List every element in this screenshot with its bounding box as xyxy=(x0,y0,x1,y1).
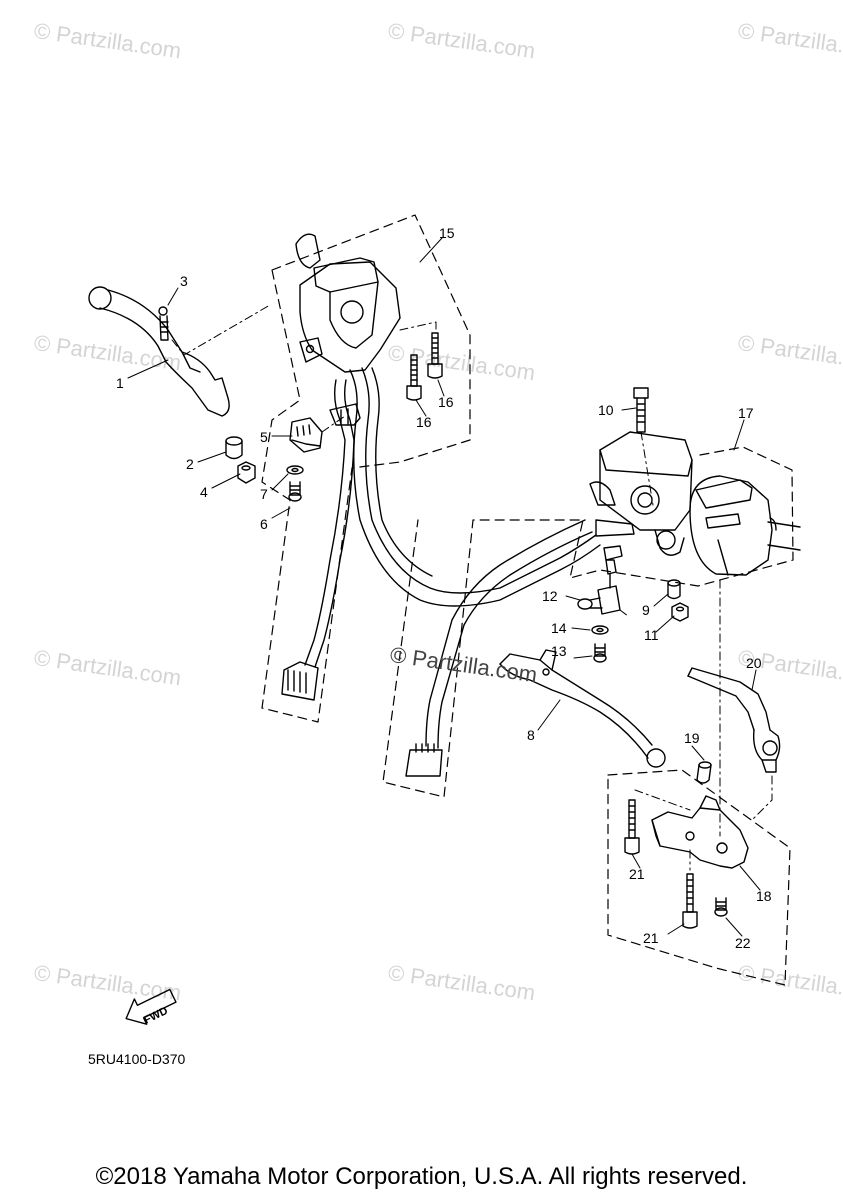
brake-lever-right xyxy=(499,649,666,768)
master-cylinder xyxy=(589,431,693,556)
callout-label: 4 xyxy=(200,484,208,500)
nut-11 xyxy=(671,602,689,622)
callout-label: 2 xyxy=(186,456,194,472)
callout-label: 16 xyxy=(416,414,432,430)
brake-lever-left xyxy=(88,286,230,417)
collar-9 xyxy=(667,579,681,600)
switch-5 xyxy=(289,417,323,453)
bolt-10 xyxy=(633,387,649,433)
callout-label: 9 xyxy=(642,602,650,618)
screw-13 xyxy=(593,643,607,663)
callout-label: 6 xyxy=(260,516,268,532)
washer-7 xyxy=(286,465,304,475)
assembly-18-boundary xyxy=(607,769,791,986)
bolt-21a xyxy=(624,799,640,855)
bolt-21b xyxy=(682,873,698,929)
callout-label: 17 xyxy=(738,405,754,421)
callout-label: 1 xyxy=(116,375,124,391)
callout-label: 12 xyxy=(542,588,558,604)
fwd-arrow-icon xyxy=(125,988,177,1025)
leader-lines xyxy=(127,237,761,937)
bolt-3 xyxy=(158,306,169,341)
assembly-15-boundary xyxy=(261,214,471,723)
callout-label: 11 xyxy=(644,627,659,643)
callout-label: 21 xyxy=(643,930,659,946)
callout-label: 15 xyxy=(439,225,455,241)
left-handlebar-switch xyxy=(281,233,601,701)
callout-label: 10 xyxy=(598,402,614,418)
clutch-lever-20 xyxy=(687,667,781,773)
brake-hose xyxy=(425,519,635,749)
copyright-notice: ©2018 Yamaha Motor Corporation, U.S.A. A… xyxy=(95,1163,748,1190)
bolt-16a xyxy=(406,354,422,401)
diagram-code: 5RU4100-D370 xyxy=(88,1051,186,1067)
screw-6 xyxy=(288,481,302,502)
callout-label: 22 xyxy=(735,935,751,951)
washer-14 xyxy=(591,625,609,635)
callout-label: 5 xyxy=(260,429,268,445)
collar-2 xyxy=(225,436,243,460)
screw-22 xyxy=(714,897,728,917)
callout-label: 21 xyxy=(629,866,645,882)
right-handlebar-switch xyxy=(689,475,801,576)
clutch-holder-18 xyxy=(651,795,749,869)
fwd-label: FWD xyxy=(142,1005,170,1027)
callout-label: 18 xyxy=(756,888,772,904)
bolt-16b xyxy=(427,332,443,379)
callout-label: 20 xyxy=(746,655,762,671)
callout-label: 19 xyxy=(684,730,700,746)
callout-label: 3 xyxy=(180,273,188,289)
callout-label: 8 xyxy=(527,727,535,743)
assembly-17-boundary xyxy=(382,446,794,798)
nut-4 xyxy=(237,461,256,484)
collar-19 xyxy=(696,761,712,784)
connector-right xyxy=(405,743,443,777)
callout-label: 14 xyxy=(551,620,567,636)
callout-label: 7 xyxy=(260,486,268,502)
callout-label: 13 xyxy=(551,643,567,659)
callout-label: 16 xyxy=(438,394,454,410)
